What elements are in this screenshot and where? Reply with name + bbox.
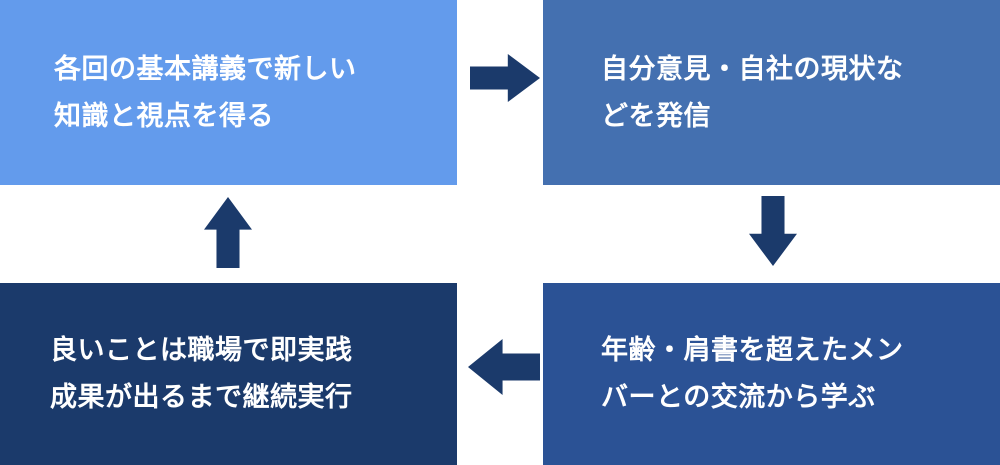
flow-box-top-left: 各回の基本講義で新しい 知識と視点を得る	[0, 0, 457, 185]
flow-box-top-right: 自分意見・自社の現状な どを発信	[543, 0, 1000, 185]
flow-box-top-left-line-1: 各回の基本講義で新しい	[54, 53, 357, 84]
arrow-down-icon	[749, 196, 797, 266]
flow-box-top-right-line-1: 自分意見・自社の現状な	[601, 53, 904, 84]
arrow-right-icon	[470, 54, 540, 102]
flow-box-bottom-left: 良いことは職場で即実践 成果が出るまで継続実行	[0, 283, 457, 465]
flow-box-bottom-right: 年齢・肩書を超えたメン バーとの交流から学ぶ	[543, 283, 1000, 465]
arrow-up-icon	[204, 197, 252, 268]
flow-box-top-right-line-2: どを発信	[601, 100, 711, 131]
flow-box-bottom-left-line-2: 成果が出るまで継続実行	[50, 382, 353, 412]
flow-box-bottom-right-line-2: バーとの交流から学ぶ	[601, 382, 876, 412]
flow-box-bottom-right-line-1: 年齢・肩書を超えたメン	[601, 335, 904, 365]
flow-box-top-left-line-2: 知識と視点を得る	[54, 100, 274, 131]
flow-box-bottom-left-line-1: 良いことは職場で即実践	[50, 335, 353, 365]
arrow-left-icon	[468, 339, 540, 395]
